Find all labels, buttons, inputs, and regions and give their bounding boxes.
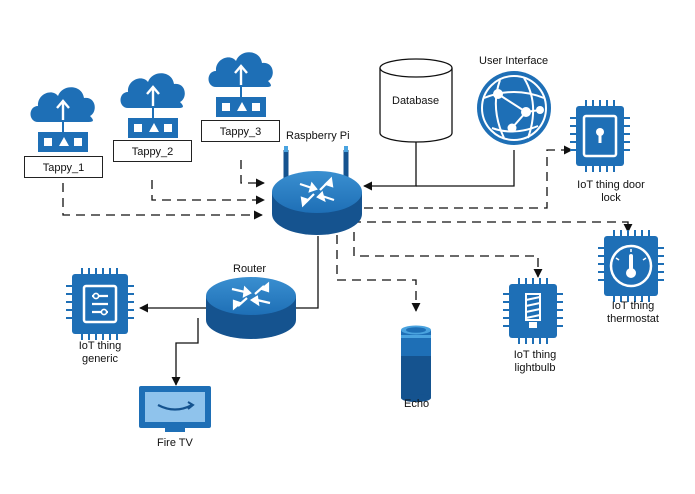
- globe-network-icon: [477, 71, 551, 145]
- router-icon: [206, 277, 296, 339]
- user-interface-label: User Interface: [479, 55, 549, 67]
- door-lock-label: IoT thing door lock: [577, 179, 645, 204]
- generic-label: IoT thing generic: [78, 340, 122, 365]
- link-database-pi: [363, 140, 417, 191]
- fire-tv-label: Fire TV: [157, 437, 193, 449]
- echo-label: Echo: [404, 398, 430, 410]
- link-tappy1-pi: [62, 183, 263, 220]
- cloud-upload-icon: [208, 52, 273, 117]
- database-label: Database: [392, 95, 440, 107]
- link-pi-lightbulb: [353, 232, 543, 278]
- link-tappy3-pi: [240, 160, 265, 188]
- link-pi-router: [296, 236, 319, 309]
- chip-icon: [598, 230, 664, 302]
- database-cylinder-icon: [379, 58, 453, 143]
- lightbulb-label: IoT thing lightbulb: [513, 349, 557, 374]
- tappy-2-label: Tappy_2: [113, 140, 192, 162]
- link-pi-echo: [336, 235, 421, 312]
- router-icon: [272, 146, 362, 235]
- tappy-1-label: Tappy_1: [24, 156, 103, 178]
- link-ui-pi: [416, 150, 515, 187]
- cloud-upload-icon: [120, 73, 185, 138]
- tappy-3-label: Tappy_3: [201, 120, 280, 142]
- link-pi-doorlock: [364, 145, 573, 209]
- chip-icon: [66, 268, 134, 340]
- link-tappy2-pi: [151, 180, 265, 205]
- thermostat-label: IoT thing thermostat: [607, 300, 659, 325]
- connections: [62, 140, 633, 386]
- tv-icon: [139, 386, 211, 432]
- echo-speaker-icon: [401, 325, 431, 402]
- chip-icon: [503, 278, 563, 344]
- link-router-firetv: [171, 318, 199, 386]
- chip-icon: [570, 100, 630, 172]
- link-pi-thermostat: [352, 221, 633, 233]
- raspberry-pi-label: Raspberry Pi: [286, 130, 350, 142]
- cloud-upload-icon: [30, 87, 95, 152]
- router-label: Router: [233, 263, 267, 275]
